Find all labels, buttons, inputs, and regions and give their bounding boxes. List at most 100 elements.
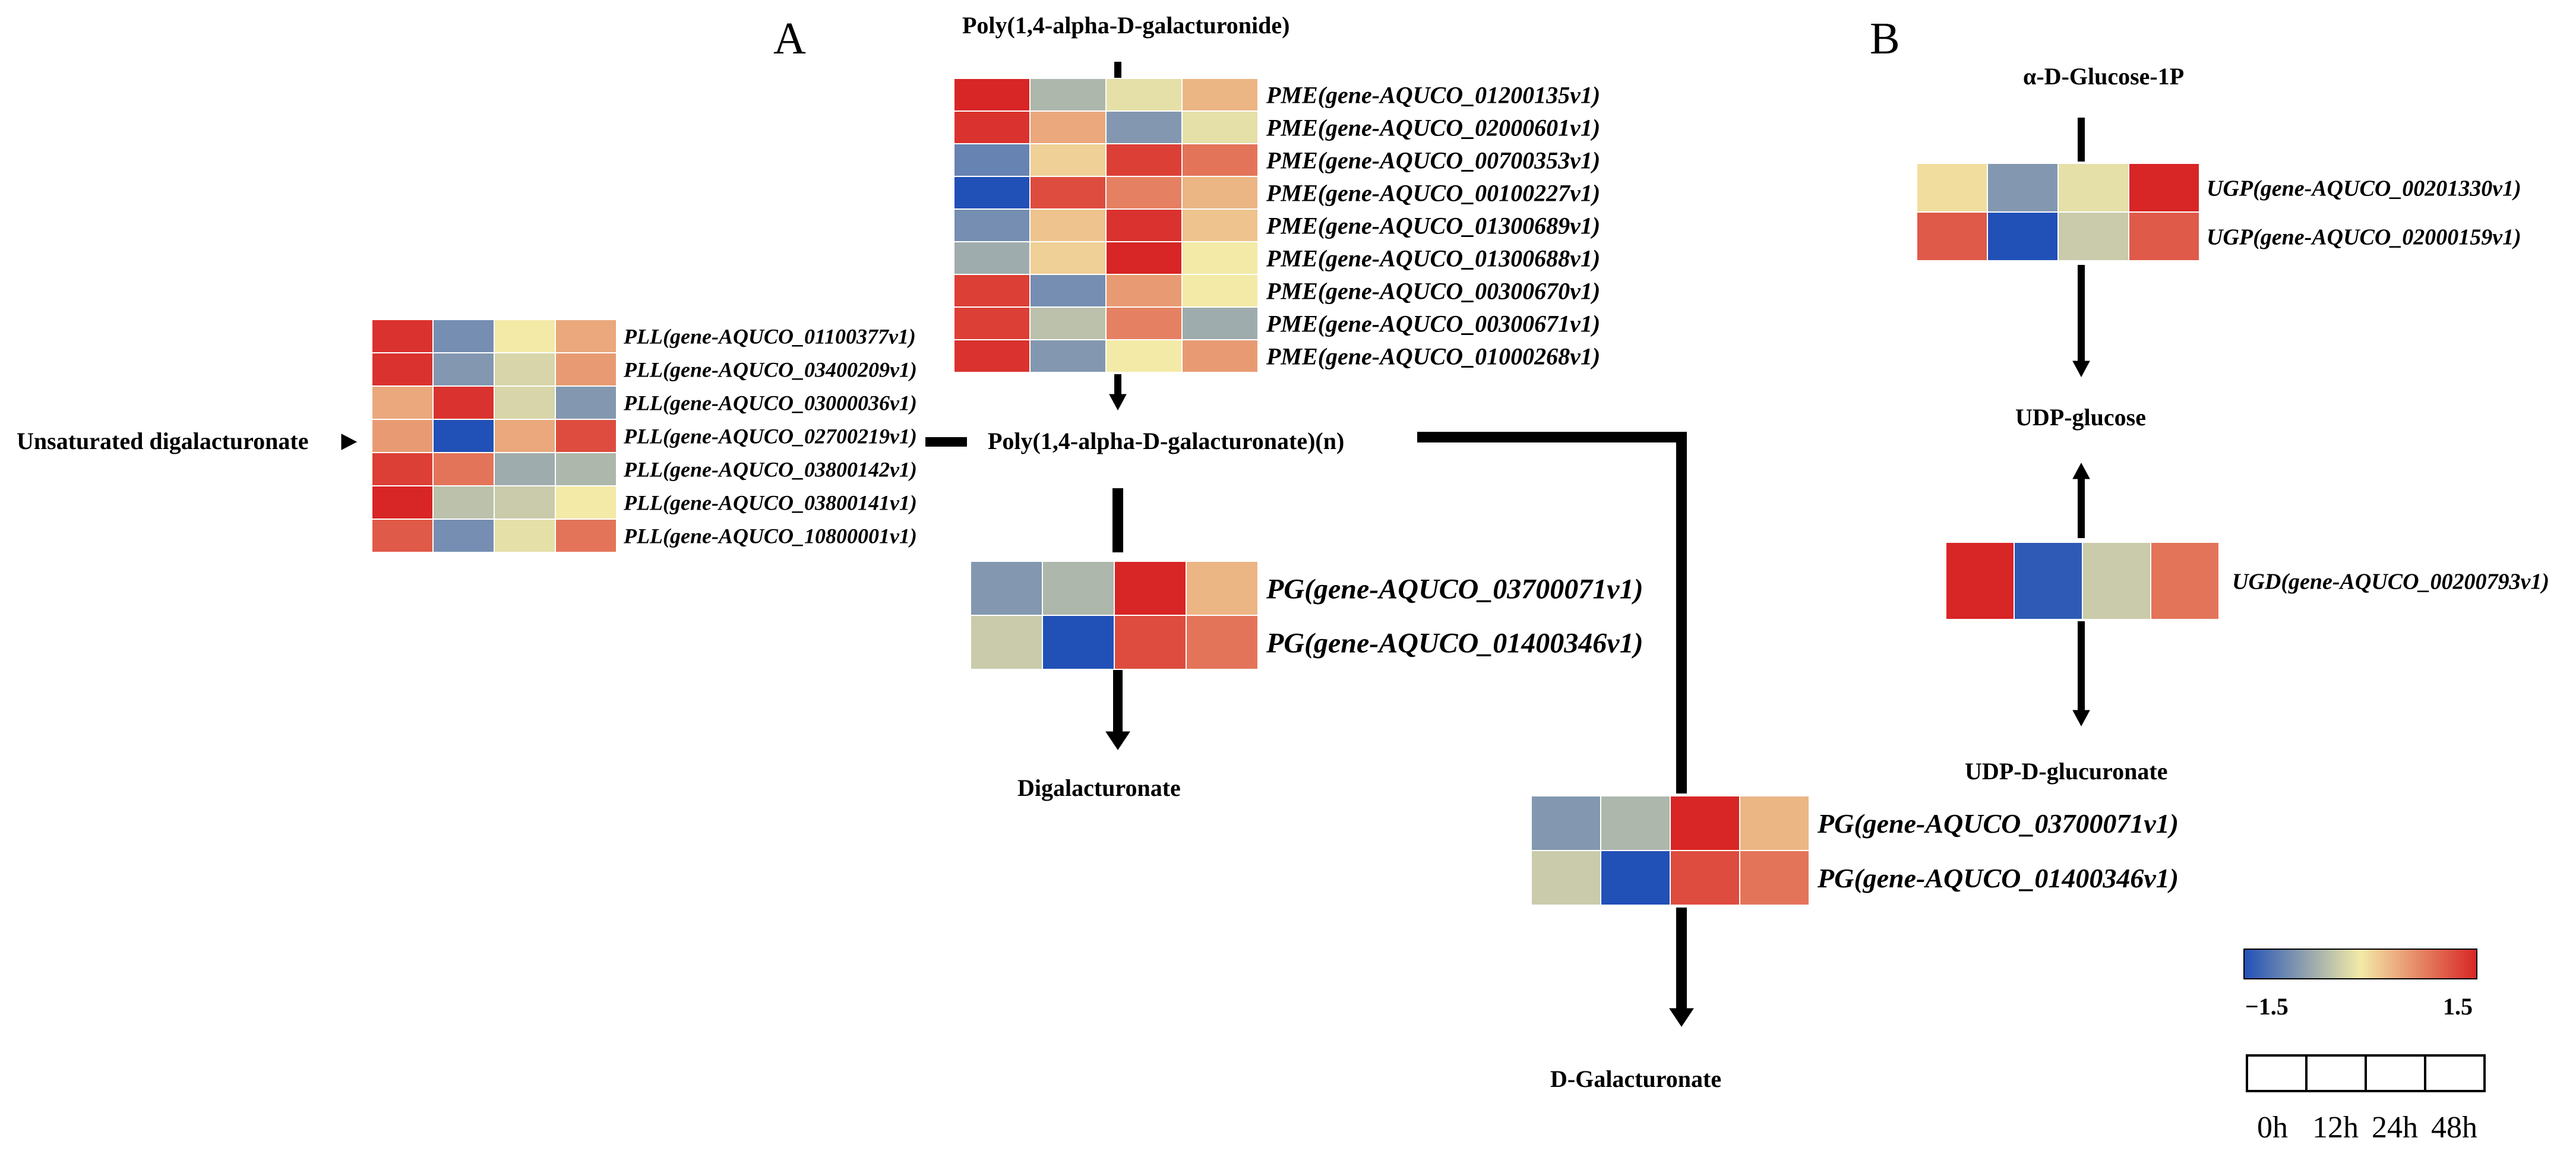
heatmap-cell [1114,615,1187,670]
heatmap-cell [1186,615,1259,670]
heatmap-cell [494,419,556,453]
heatmap-cell [1945,542,2015,620]
heatmap-cell [1029,176,1107,210]
heatmap-cell [1987,211,2059,261]
heatmap-cell [432,319,495,353]
heatmap-cell [1029,306,1107,340]
heatmap-cell [1105,208,1183,242]
heatmap-cell [555,319,617,353]
heatmap-cell [1600,850,1671,906]
heatmap-cell [432,352,495,387]
timepoint-label-12h: 12h [2312,1111,2359,1145]
heatmap-cell [953,241,1031,275]
heatmap-cell [2057,163,2129,213]
heatmap-cell [2014,542,2083,620]
heatmap-cell [1105,339,1183,373]
heatmap-cell [371,485,434,520]
heatmap-cell [1029,208,1107,242]
heatmap-cell [953,110,1031,144]
heatmap-cell [494,485,556,520]
heatmap-cell [970,561,1043,616]
heatmap-cell [1029,241,1107,275]
heatmap-cell [371,419,434,453]
color-scale-min-label: −1.5 [2245,993,2289,1020]
heatmap-cell [1670,850,1740,906]
color-scale-bar [2243,949,2477,979]
heatmap-ugd: UGD(gene-AQUCO_00200793v1) [1945,542,2549,620]
heatmap-pll: PLL(gene-AQUCO_01100377v1) PLL(gene-AQUCO… [371,319,917,553]
heatmap-cell [371,452,434,486]
gene-label: PLL(gene-AQUCO_01100377v1) [623,325,916,349]
gene-label: PME(gene-AQUCO_00300671v1) [1266,311,1600,337]
heatmap-cell [1531,850,1601,906]
heatmap-cell [1105,110,1183,144]
heatmap-cell [1181,143,1259,177]
gene-label: PME(gene-AQUCO_01000268v1) [1266,343,1600,370]
panel-label-a: A [773,14,806,64]
heatmap-cell [1105,176,1183,210]
heatmap-cell [1029,110,1107,144]
heatmap-cell [371,352,434,387]
arrow-head-udpglc [2072,361,2090,378]
panel-label-b: B [1870,14,1900,64]
heatmap-cell [555,485,617,520]
heatmap-cell [432,485,495,520]
timepoint-label-0h: 0h [2257,1111,2288,1145]
heatmap-cell [2150,542,2220,620]
heatmap-cell [2128,163,2200,213]
heatmap-cell [555,519,617,553]
heatmap-cell [494,352,556,387]
heatmap-cell [555,419,617,453]
gene-label: PME(gene-AQUCO_00700353v1) [1266,147,1600,174]
heatmap-cell [1114,561,1187,616]
arrow-head-dgal [1669,1008,1694,1027]
heatmap-cell [432,419,495,453]
gene-label: PLL(gene-AQUCO_03000036v1) [623,391,917,415]
heatmap-cell [1029,339,1107,373]
heatmap-cell [1181,274,1259,308]
heatmap-cell [953,306,1031,340]
heatmap-pg-main: PG(gene-AQUCO_03700071v1)PG(gene-AQUCO_0… [970,561,1643,670]
gene-label: UGD(gene-AQUCO_00200793v1) [2232,569,2549,594]
heatmap-cell [432,385,495,420]
heatmap-cell [1739,850,1810,906]
heatmap-cell [1186,561,1259,616]
heatmap-cell [1181,110,1259,144]
gene-label: PME(gene-AQUCO_01300689v1) [1266,213,1600,239]
heatmap-cell [494,519,556,553]
heatmap-pg-right: PG(gene-AQUCO_03700071v1) PG(gene-AQUCO_0… [1531,795,2179,906]
heatmap-cell [432,452,495,486]
gene-label: PLL(gene-AQUCO_03800142v1) [623,458,917,482]
heatmap-cell [494,319,556,353]
gene-label: PG(gene-AQUCO_01400346v1) [1266,627,1643,659]
heatmap-cell [494,452,556,486]
heatmap-cell [1531,795,1601,851]
gene-label: PLL(gene-AQUCO_10800001v1) [623,524,917,548]
timepoint-label-48h: 48h [2431,1111,2477,1145]
metabolite-udp-glucose: UDP-glucose [2015,404,2146,431]
heatmap-cell [371,319,434,353]
gene-label: PME(gene-AQUCO_00300670v1) [1266,278,1600,305]
gene-label: PG(gene-AQUCO_01400346v1) [1817,863,2179,893]
heatmap-cell [371,519,434,553]
heatmap-cell [1916,163,1988,213]
gene-label: PME(gene-AQUCO_01300688v1) [1266,245,1600,272]
heatmap-cell [2128,211,2200,261]
gene-label: PLL(gene-AQUCO_02700219v1) [623,425,917,448]
heatmap-cell [953,78,1031,112]
timepoint-legend: 0h 12h 24h 48h [2246,1054,2486,1145]
heatmap-cell [1916,211,1988,261]
gene-label: PG(gene-AQUCO_03700071v1) [1817,808,2179,839]
metabolite-poly-galacturonate-n: Poly(1,4-alpha-D-galacturonate)(n) [988,428,1344,454]
heatmap-cell [1987,163,2059,213]
gene-label: PME(gene-AQUCO_00100227v1) [1266,180,1600,207]
heatmap-cell [953,208,1031,242]
heatmap-cell [953,176,1031,210]
heatmap-cell [1181,339,1259,373]
heatmap-cell [953,143,1031,177]
heatmap-cell [1105,241,1183,275]
heatmap-cell [1105,143,1183,177]
gene-label: PLL(gene-AQUCO_03800141v1) [623,491,917,515]
heatmap-cell [494,385,556,420]
